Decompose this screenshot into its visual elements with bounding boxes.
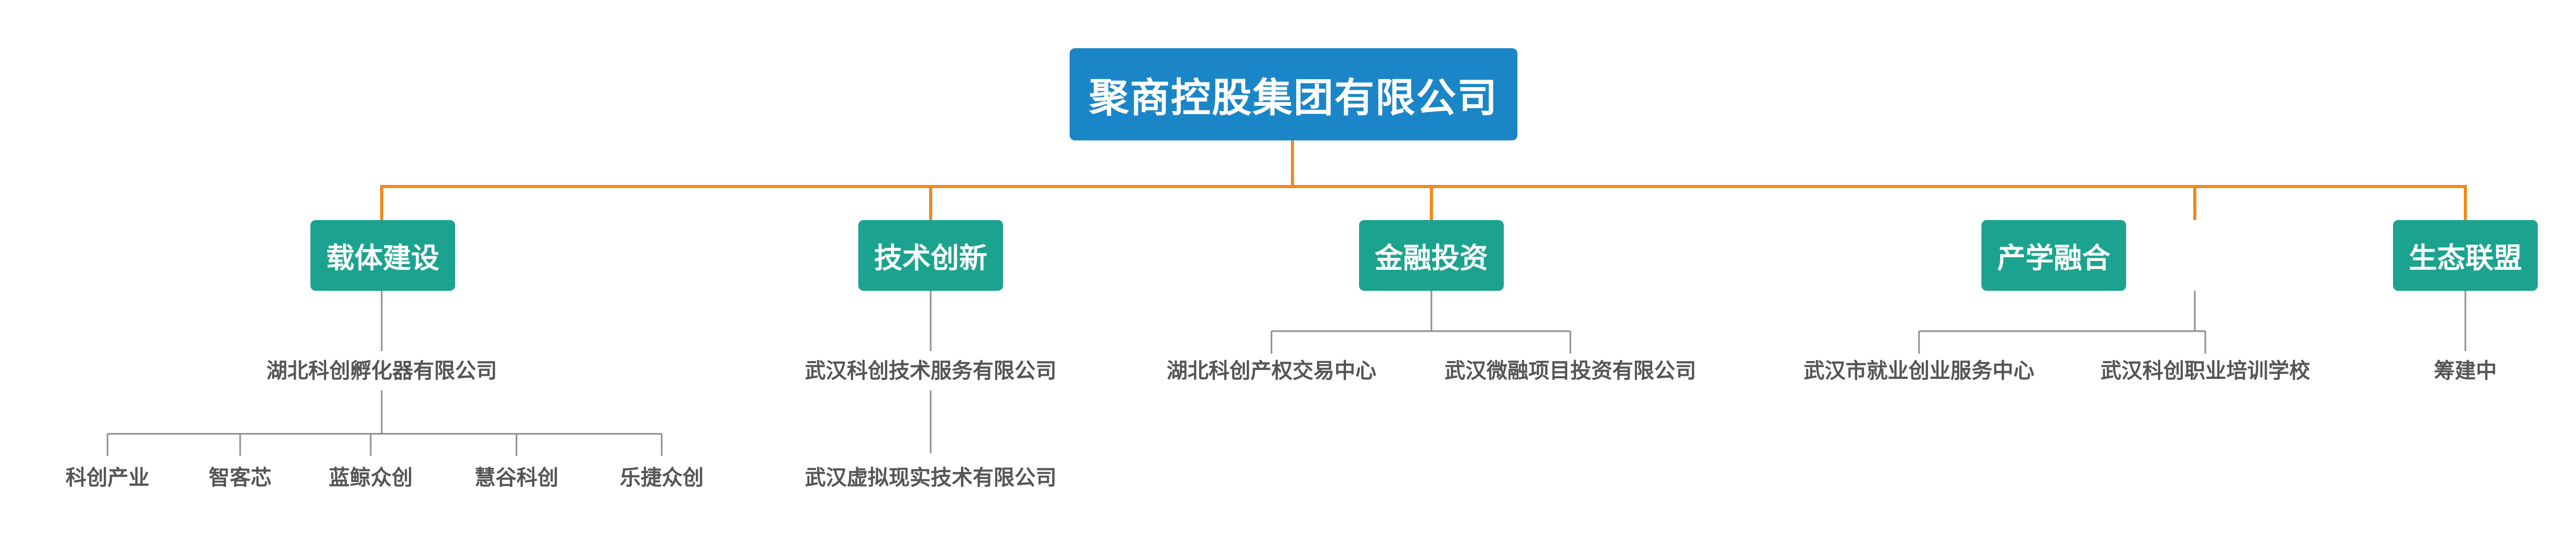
org-wuhan-vr-tech: 武汉虚拟现实技术有限公司 — [805, 466, 1057, 490]
category-finance-investment: 金融投资 — [1359, 220, 1504, 291]
category-label: 金融投资 — [1375, 242, 1488, 275]
org-huigu-kechuang: 慧谷科创 — [475, 466, 558, 490]
org-kechuang-industry: 科创产业 — [66, 466, 149, 490]
org-wuhan-weirong-investment: 武汉微融项目投资有限公司 — [1445, 359, 1696, 383]
root-title: 聚商控股集团有限公司 — [1089, 74, 1498, 121]
org-hubei-equity-exchange: 湖北科创产权交易中心 — [1167, 359, 1376, 383]
category-label: 技术创新 — [874, 242, 987, 275]
org-lanjing-zhongchuang: 蓝鲸众创 — [329, 466, 413, 490]
category-label: 产学融合 — [1997, 242, 2110, 275]
org-hubei-kechuang-incubator: 湖北科创孵化器有限公司 — [266, 359, 497, 383]
org-in-preparation: 筹建中 — [2434, 359, 2497, 383]
category-industry-academia: 产学融合 — [1981, 220, 2126, 291]
org-lejie-zhongchuang: 乐捷众创 — [620, 466, 704, 490]
category-tech-innovation: 技术创新 — [858, 220, 1003, 291]
org-zhikexin: 智客芯 — [209, 466, 272, 490]
org-wuhan-kechuang-tech-service: 武汉科创技术服务有限公司 — [805, 359, 1057, 383]
org-wuhan-vocational-school: 武汉科创职业培训学校 — [2100, 359, 2310, 383]
category-label: 生态联盟 — [2409, 242, 2522, 275]
root-node: 聚商控股集团有限公司 — [1070, 48, 1517, 140]
category-carrier-construction: 载体建设 — [310, 220, 455, 291]
category-label: 载体建设 — [326, 242, 439, 275]
org-wuhan-employment-center: 武汉市就业创业服务中心 — [1804, 359, 2034, 383]
category-ecosystem-alliance: 生态联盟 — [2393, 220, 2538, 291]
